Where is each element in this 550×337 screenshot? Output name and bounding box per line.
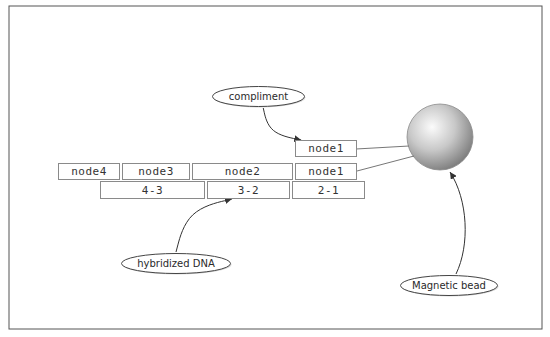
leader-line bbox=[450, 172, 465, 274]
bead-link bbox=[357, 156, 414, 171]
callout-shadow bbox=[214, 88, 306, 108]
node-label: node2 bbox=[225, 165, 261, 178]
dna-strand-box: node3 bbox=[122, 163, 190, 180]
node-label: node1 bbox=[308, 142, 344, 155]
bead-link bbox=[356, 146, 409, 149]
node-label: 4-3 bbox=[142, 184, 163, 197]
dna-strand-box: node1 bbox=[295, 140, 357, 157]
callout-shadow bbox=[402, 277, 499, 297]
node-label: node1 bbox=[308, 165, 344, 178]
frame bbox=[9, 6, 542, 329]
hybrid-box: 2-1 bbox=[292, 181, 365, 199]
dna-strand-box: node2 bbox=[192, 163, 293, 180]
callout-shadow bbox=[123, 255, 232, 275]
callout-text: compliment bbox=[229, 91, 288, 102]
callout-bubble: compliment bbox=[211, 85, 306, 108]
node-label: node4 bbox=[71, 165, 107, 178]
callout-bubble: Magnetic bead bbox=[399, 274, 499, 297]
node-label: node3 bbox=[138, 165, 174, 178]
leader-line bbox=[263, 108, 301, 140]
dna-strand-box: node4 bbox=[58, 163, 120, 180]
callout-text: hybridized DNA bbox=[137, 258, 215, 269]
callout-text: Magnetic bead bbox=[412, 280, 486, 291]
callout-bubble: hybridized DNA bbox=[120, 252, 232, 275]
hybrid-box: 3-2 bbox=[207, 181, 290, 199]
callout-ellipse bbox=[213, 87, 305, 107]
leader-line bbox=[176, 199, 232, 252]
node-label: 3-2 bbox=[238, 184, 259, 197]
hybrid-box: 4-3 bbox=[100, 181, 205, 199]
dna-strand-box: node1 bbox=[295, 163, 357, 180]
callout-ellipse bbox=[122, 254, 231, 274]
node-label: 2-1 bbox=[318, 184, 339, 197]
callout-ellipse bbox=[401, 276, 498, 296]
magnetic-bead bbox=[407, 104, 473, 170]
